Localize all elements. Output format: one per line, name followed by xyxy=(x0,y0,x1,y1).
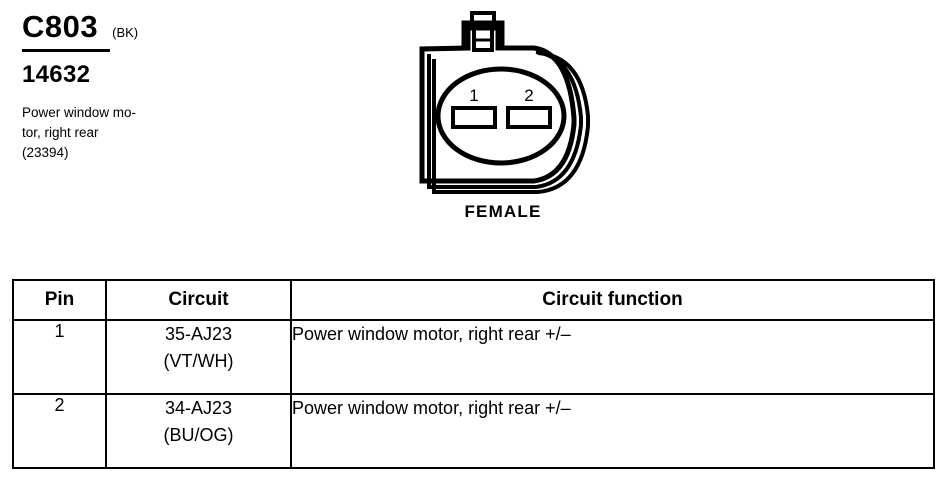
circuit-code: 34-AJ23 xyxy=(164,398,233,418)
description-line-1: Power window mo- xyxy=(22,105,137,120)
pin-number-label-1: 1 xyxy=(469,86,478,105)
cell-circuit-function: Power window motor, right rear +/– xyxy=(290,319,935,395)
column-header-circuit: Circuit xyxy=(105,279,292,321)
connector-identity-block: C803 (BK) 14632 Power window mo- tor, ri… xyxy=(22,8,252,163)
pin-number-label-2: 2 xyxy=(524,86,533,105)
connector-cavity-oval xyxy=(435,66,567,166)
circuit-color: (BU/OG) xyxy=(163,425,234,445)
cell-circuit: 34-AJ23 (BU/OG) xyxy=(105,393,292,469)
part-number: 14632 xyxy=(22,61,91,88)
cell-circuit-function: Power window motor, right rear +/– xyxy=(290,393,935,469)
circuit-color: (VT/WH) xyxy=(163,351,234,371)
latch-tab-nub xyxy=(470,11,496,26)
pin-slot-1 xyxy=(451,106,497,129)
cell-circuit: 35-AJ23 (VT/WH) xyxy=(105,319,292,395)
connector-diagram: 1 2 FEMALE xyxy=(398,6,608,236)
cell-pin-number: 1 xyxy=(12,319,107,395)
circuit-code: 35-AJ23 xyxy=(164,324,233,344)
column-header-circuit-function: Circuit function xyxy=(290,279,935,321)
component-description: Power window mo- tor, right rear (23394) xyxy=(22,103,252,163)
table-header-row: Pin Circuit Circuit function xyxy=(12,279,935,321)
connector-outline-svg: 1 2 xyxy=(419,11,590,194)
cell-pin-number: 2 xyxy=(12,393,107,469)
connector-code: C803 xyxy=(22,9,99,44)
connector-body-outline xyxy=(419,25,577,184)
description-line-2: tor, right rear xyxy=(22,125,99,140)
connector-gender-label: FEMALE xyxy=(464,202,542,221)
connector-id-row: C803 (BK) xyxy=(22,8,252,46)
table-row: 2 34-AJ23 (BU/OG) Power window motor, ri… xyxy=(12,393,935,469)
identity-underline-rule xyxy=(22,49,110,52)
connector-shell-outer-arc xyxy=(432,51,590,194)
connector-color-code: (BK) xyxy=(112,25,139,40)
pin-slot-2 xyxy=(506,106,552,129)
table-row: 1 35-AJ23 (VT/WH) Power window motor, ri… xyxy=(12,319,935,395)
column-header-pin: Pin xyxy=(12,279,107,321)
description-line-3: (23394) xyxy=(22,145,69,160)
pinout-table: Pin Circuit Circuit function 1 35-AJ23 (… xyxy=(12,279,935,469)
